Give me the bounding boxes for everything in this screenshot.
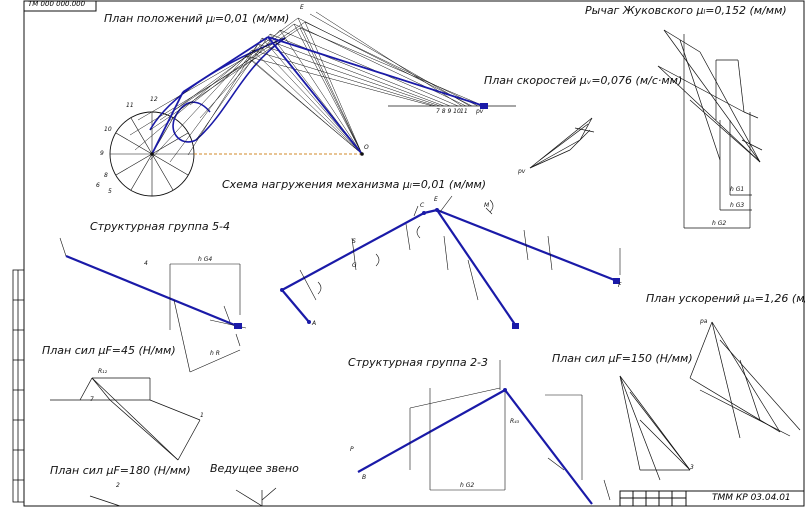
joint-b [280,288,284,292]
title-leading-link: Ведущее звено [210,462,299,475]
link-ab [281,289,310,323]
label-8: 8 [104,172,108,179]
label-a: A [312,320,317,327]
joint-o [512,323,519,329]
left-margin-stamp [12,269,25,503]
label-e: E [434,196,438,203]
label-hg4: h G4 [198,256,213,263]
label-s-1: S [352,238,356,245]
structural-group-54 [59,237,247,373]
joint-f [613,278,620,284]
label-2: 2 [116,482,120,489]
label-3: 3 [690,464,694,471]
label-hg2: h G2 [712,220,727,227]
loading-scheme [280,195,621,329]
label-g-1: G [352,262,357,269]
title-structural-group-54: Структурная группа 5-4 [90,220,231,233]
velocity-plan [529,117,595,169]
label-4: 4 [144,260,148,267]
title-acceleration-plan: План ускорений μₐ=1,26 (м/с²·мм) [646,292,805,305]
label-5: 5 [108,188,112,195]
force-plan-150 [619,375,691,481]
key-position-links [151,36,485,155]
pivot-o1 [150,152,154,156]
label-hg2-b: h G2 [460,482,475,489]
stamp-bottom-right: ТММ КР 03.04.01 [712,493,791,503]
title-velocity-plan: План скоростей μᵥ=0,076 (м/с·мм) [484,74,683,87]
label-m: M [484,202,490,209]
title-loading-scheme: Схема нагружения механизма μₗ=0,01 (м/мм… [222,178,487,191]
label-pv-2: pv [518,168,526,175]
position-plan [109,11,516,197]
label-f: F [618,282,622,289]
link-ce [423,208,438,215]
label-10: 10 [104,126,112,133]
joint-c [422,211,426,215]
link-54 [65,254,243,330]
structural-group-23 [357,360,611,505]
label-6: 6 [96,182,100,189]
label-hg1: h G1 [730,186,745,193]
label-hg3: h G3 [730,202,745,209]
title-position-plan: План положений μₗ=0,01 (м/мм) [104,12,290,25]
label-e-top: E [300,4,304,11]
crank-spokes [110,112,194,196]
label-o: O [364,144,369,151]
slider-block [480,103,488,109]
title-force-plan-180: План сил μF=180 (Н/мм) [50,464,191,477]
link-23b [504,389,593,505]
title-force-plan-150: План сил μF=150 (Н/мм) [552,352,693,365]
coupler-curve [149,37,286,143]
pivot-o [360,152,364,156]
label-1: 1 [200,412,204,419]
top-left-stamp-box [23,0,97,12]
label-hr: h R [210,350,220,357]
leading-link [89,487,277,507]
label-row-7-10: 7 8 9 10 [436,108,461,115]
link-bc [281,212,425,291]
joint-e [435,208,439,212]
title-block [619,490,805,507]
label-pv: pv [476,108,484,115]
link-positions [129,11,485,163]
title-force-plan-45: План сил μF=45 (Н/мм) [42,344,176,357]
link-23a [357,389,506,473]
title-zhukovsky-lever: Рычаг Жуковского μₗ=0,152 (м/мм) [585,4,787,17]
label-c: C [420,202,425,209]
stamp-top-left: ТМ 000 000.000 [28,0,86,8]
label-row-11: 11 [460,108,468,115]
label-pa: pa [700,318,708,325]
link-ef [436,208,618,283]
label-12: 12 [150,96,158,103]
label-p: P [350,446,354,453]
label-r12: R₁₂ [98,368,107,375]
label-r43: R₄₃ [510,418,519,425]
label-7: 7 [90,396,94,403]
label-b: B [362,474,367,481]
zhukovsky-lever [657,29,763,229]
joint-a [307,320,311,324]
title-structural-group-23: Структурная группа 2-3 [348,356,489,369]
acceleration-plan [689,321,801,439]
link-eo [436,209,517,327]
force-plan-45 [50,377,201,461]
label-9: 9 [100,150,104,157]
label-11: 11 [126,102,134,109]
